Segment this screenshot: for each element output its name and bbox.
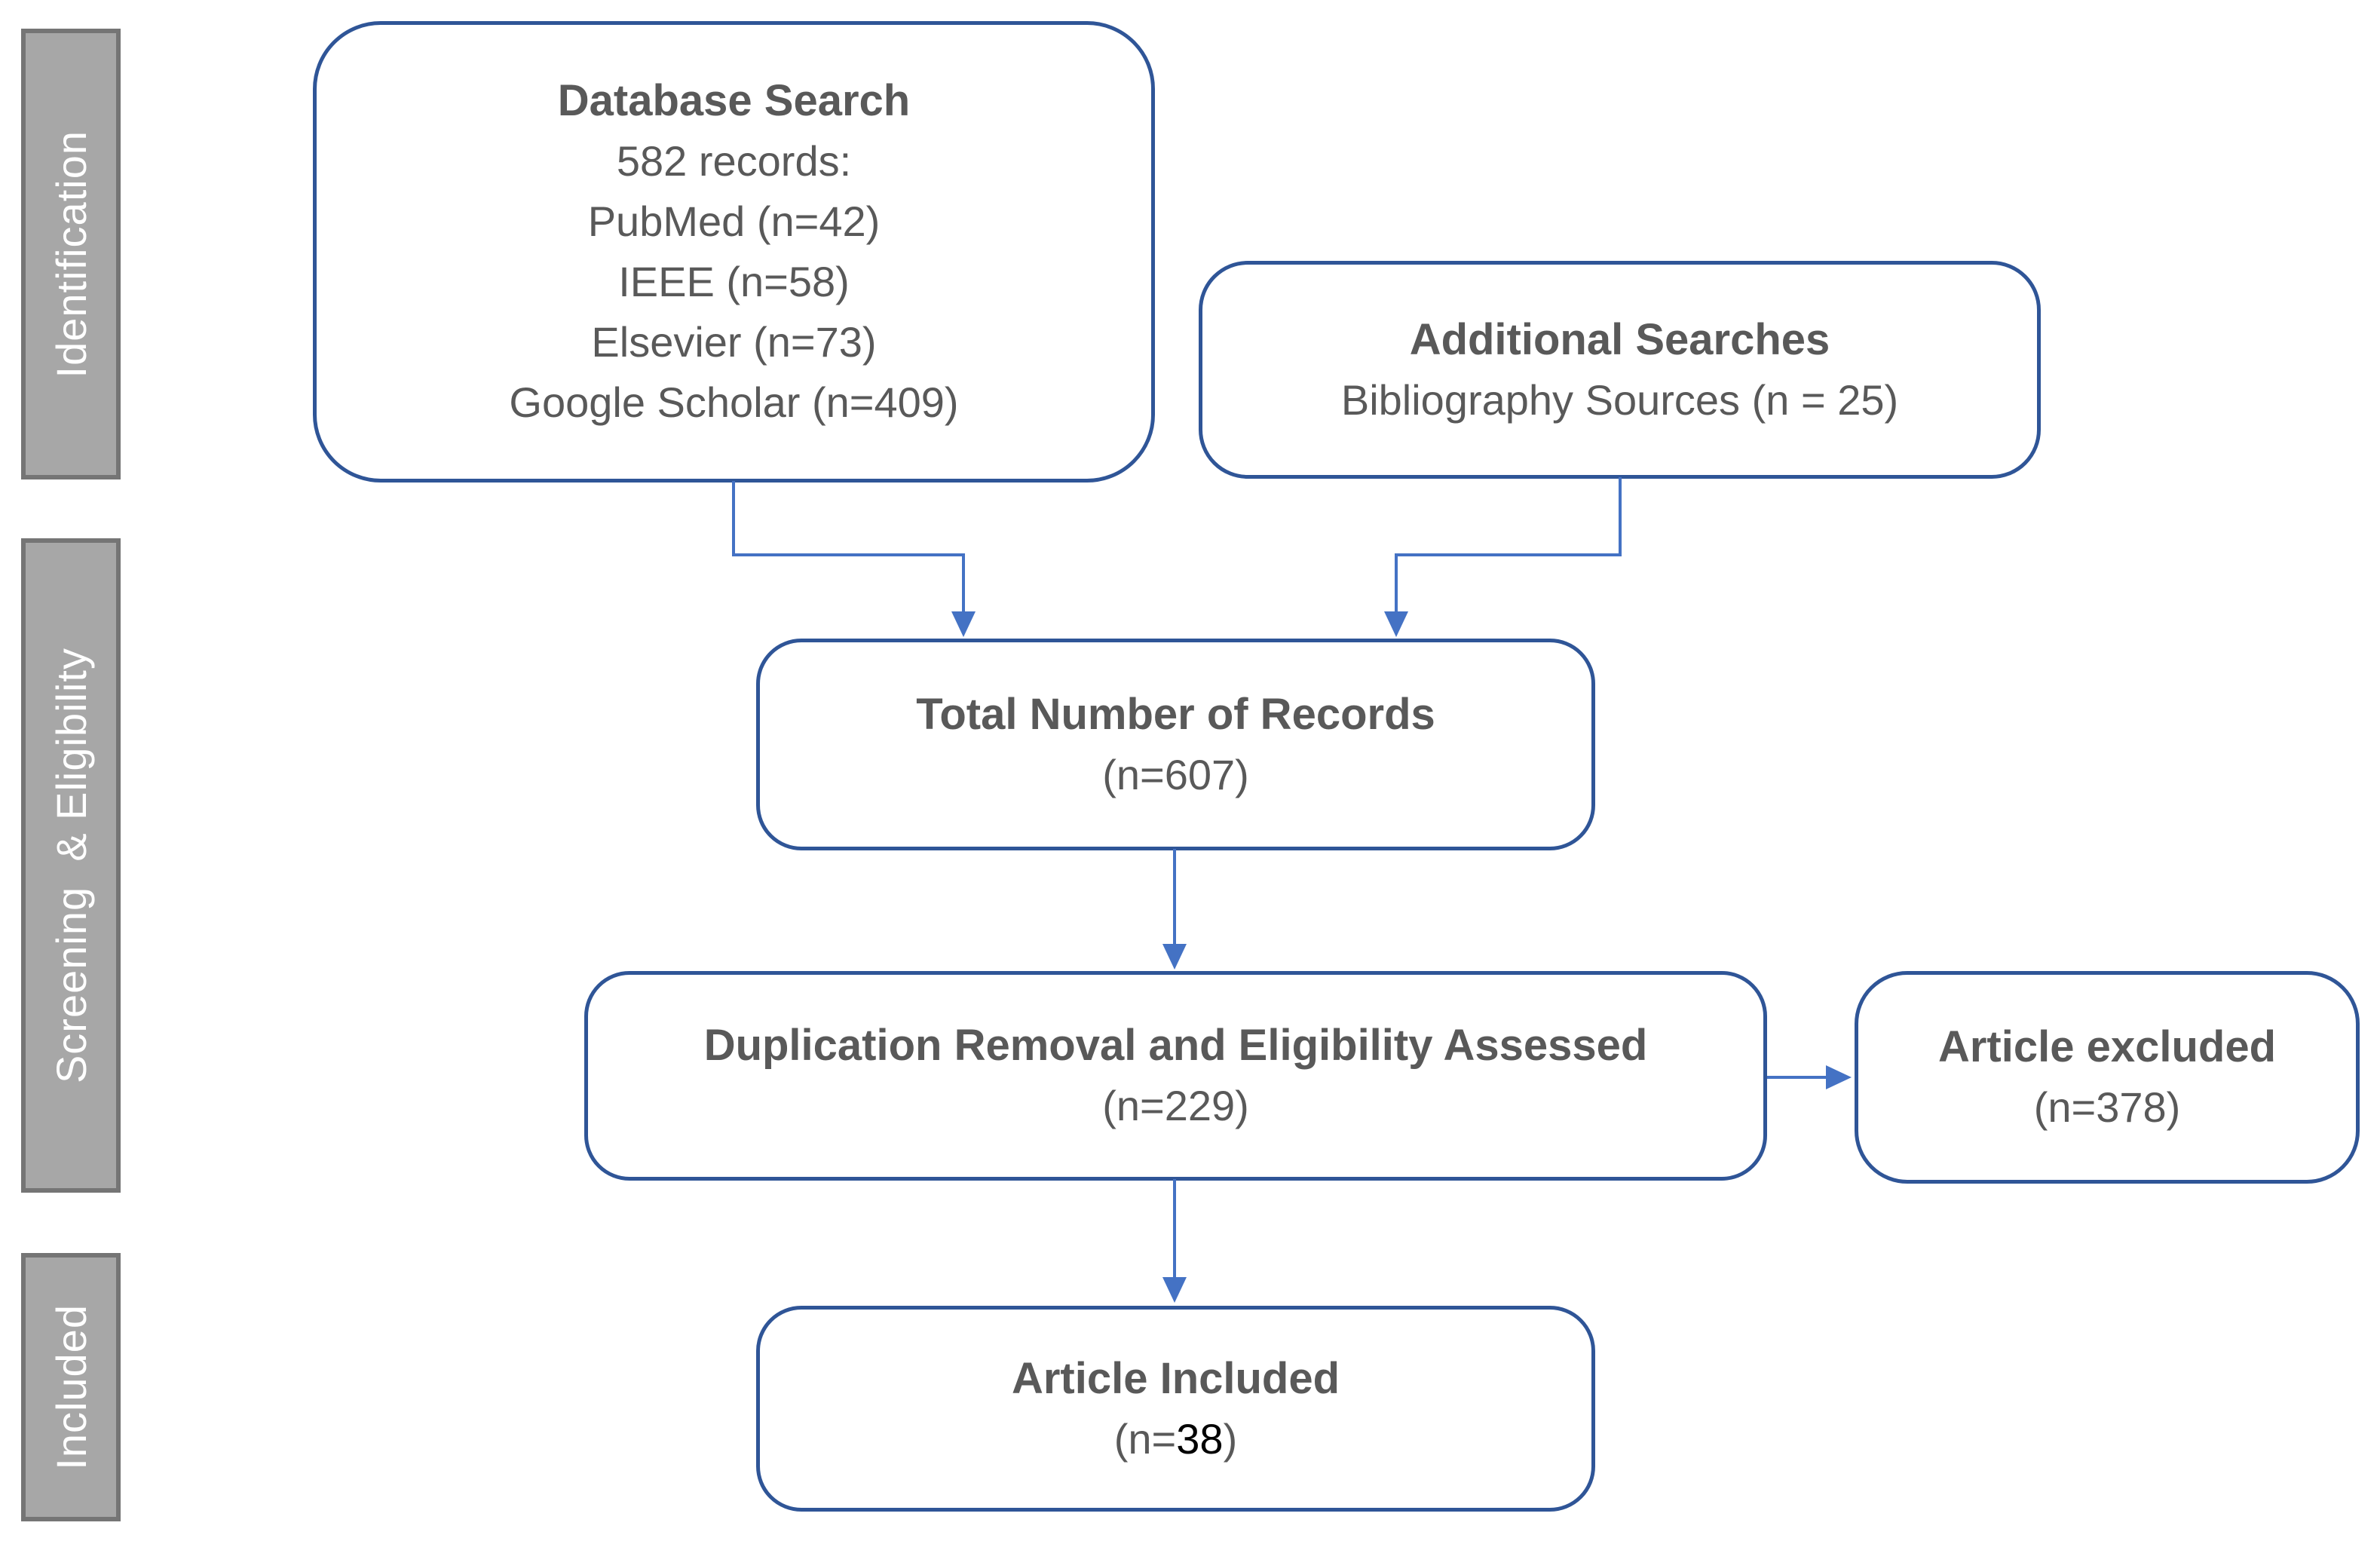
total-records-count: (n=607) [1102, 750, 1249, 798]
connector-duplication-to-excluded [1767, 1076, 1829, 1079]
article-excluded-count: (n=378) [2033, 1083, 2181, 1131]
article-excluded-title: Article excluded [1937, 1022, 2277, 1071]
connector-database-to-total-drop [732, 481, 735, 556]
article-included-box: Article Included (n=38) [756, 1306, 1595, 1512]
arrowhead-duplication-to-excluded [1826, 1065, 1852, 1089]
stage-label-included: Included [47, 1304, 95, 1470]
stage-label-identification: Identification [47, 130, 95, 378]
duplication-removal-count: (n=229) [1102, 1082, 1249, 1129]
arrowhead-duplication-to-included [1162, 1277, 1187, 1303]
article-excluded-box: Article excluded (n=378) [1855, 971, 2360, 1184]
database-search-ieee-line: IEEE (n=58) [618, 258, 850, 305]
connector-total-to-duplication [1173, 849, 1176, 945]
article-included-title: Article Included [1011, 1353, 1340, 1403]
total-records-box: Total Number of Records (n=607) [756, 639, 1595, 850]
duplication-removal-box: Duplication Removal and Eligibility Asse… [584, 971, 1767, 1181]
duplication-removal-title: Duplication Removal and Eligibility Asse… [703, 1021, 1648, 1070]
database-search-google-scholar-line: Google Scholar (n=409) [509, 378, 959, 426]
additional-searches-title: Additional Searches [1409, 314, 1830, 364]
connector-additional-to-total-stem [1395, 553, 1398, 613]
database-search-box: Database Search 582 records: PubMed (n=4… [313, 21, 1155, 482]
database-search-total-line: 582 records: [616, 137, 852, 185]
database-search-pubmed-line: PubMed (n=42) [587, 198, 881, 245]
database-search-elsevier-line: Elsevier (n=73) [591, 318, 877, 366]
total-records-title: Total Number of Records [916, 689, 1435, 739]
stage-bar-screening-eligibility: Screening & Eligibility [21, 538, 121, 1193]
connector-database-to-total-across [732, 553, 965, 556]
article-included-count-prefix: (n= [1113, 1414, 1177, 1463]
connector-database-to-total-stem [962, 553, 965, 613]
database-search-title: Database Search [557, 76, 911, 125]
connector-additional-to-total-across [1395, 553, 1622, 556]
article-included-count-value: 38 [1176, 1414, 1224, 1463]
stage-bar-identification: Identification [21, 29, 121, 479]
article-included-count-suffix: ) [1223, 1414, 1238, 1463]
stage-label-screening-eligibility: Screening & Eligibility [47, 647, 95, 1084]
arrowhead-additional-to-total [1384, 611, 1408, 637]
article-included-count: (n=38) [1114, 1409, 1237, 1469]
arrowhead-database-to-total [951, 611, 976, 637]
additional-searches-box: Additional Searches Bibliography Sources… [1199, 261, 2041, 479]
stage-bar-included: Included [21, 1253, 121, 1521]
connector-additional-to-total-drop [1619, 477, 1622, 556]
additional-searches-line: Bibliography Sources (n = 25) [1340, 375, 1899, 424]
arrowhead-total-to-duplication [1162, 944, 1187, 970]
connector-duplication-to-included [1173, 1179, 1176, 1279]
